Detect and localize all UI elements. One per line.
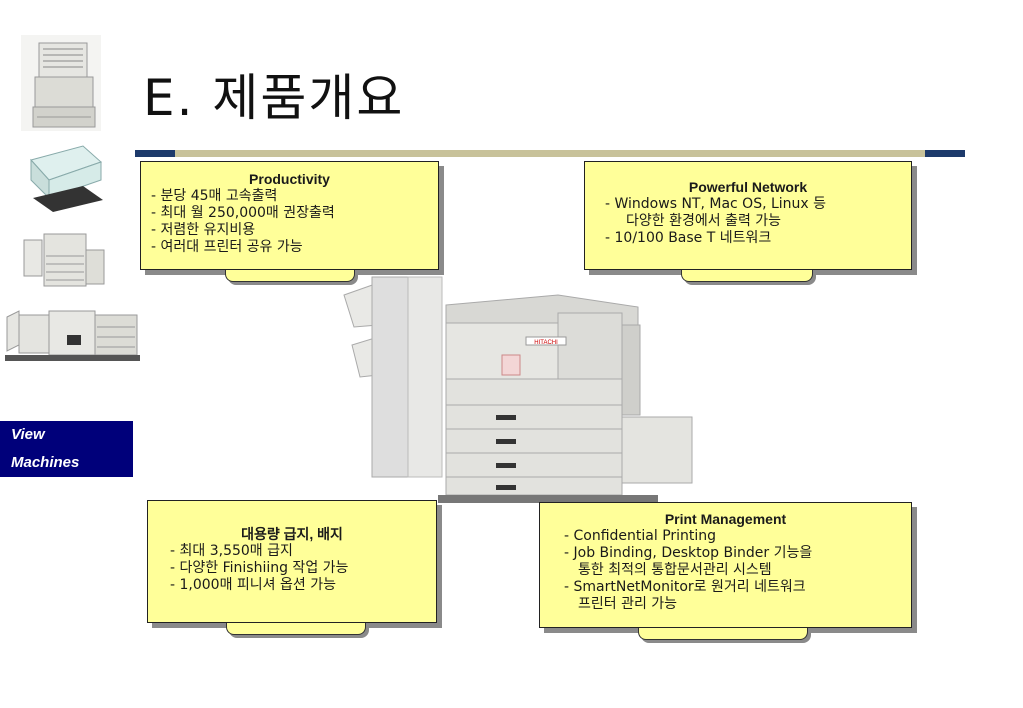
- box-tab: [226, 623, 366, 635]
- network-box: Powerful Network - Windows NT, Mac OS, L…: [584, 161, 912, 282]
- productivity-heading: Productivity: [249, 171, 330, 187]
- print-management-item: - SmartNetMonitor로 원거리 네트워크: [564, 579, 806, 595]
- network-item: 다양한 환경에서 출력 가능: [626, 213, 782, 229]
- printer-tower-thumbnail[interactable]: [21, 35, 101, 131]
- print-management-box: Print Management - Confidential Printing…: [539, 502, 912, 640]
- productivity-item: - 최대 월 250,000매 권장출력: [151, 205, 335, 221]
- divider-cap-right: [925, 150, 965, 157]
- view-machines-button[interactable]: View Machines: [0, 421, 133, 477]
- network-item: - Windows NT, Mac OS, Linux 등: [605, 196, 827, 212]
- paper-capacity-box: 대용량 급지, 배지 - 최대 3,550매 급지 - 다양한 Finishii…: [147, 500, 437, 635]
- machine-brand-label: HITACHI: [534, 340, 558, 346]
- title-divider: [135, 150, 965, 157]
- box-tab: [225, 270, 355, 282]
- network-item: - 10/100 Base T 네트워크: [605, 230, 772, 246]
- print-management-item: 통한 최적의 통합문서관리 시스템: [578, 562, 772, 578]
- productivity-box: Productivity - 분당 45매 고속출력 - 최대 월 250,00…: [140, 161, 439, 282]
- paper-capacity-heading: 대용량 급지, 배지: [241, 526, 343, 542]
- divider-cap-left: [135, 150, 175, 157]
- paper-capacity-item: - 최대 3,550매 급지: [170, 543, 293, 559]
- paper-capacity-item: - 다양한 Finishiing 작업 가능: [170, 560, 349, 576]
- network-heading: Powerful Network: [688, 179, 808, 195]
- print-management-heading: Print Management: [664, 511, 787, 527]
- print-management-item: - Job Binding, Desktop Binder 기능을: [564, 545, 813, 561]
- box-tab: [638, 628, 808, 640]
- paper-capacity-item: - 1,000매 피니셔 옵션 가능: [170, 577, 336, 593]
- box-tab: [681, 270, 813, 282]
- page-title: E. 제품개요: [143, 69, 405, 127]
- production-printer-thumbnail[interactable]: [5, 305, 140, 363]
- productivity-item: - 분당 45매 고속출력: [151, 188, 278, 204]
- productivity-item: - 저렴한 유지비용: [151, 222, 256, 238]
- view-machines-label-line2: Machines: [11, 454, 80, 471]
- print-management-item: 프린터 관리 가능: [578, 596, 678, 612]
- print-management-item: - Confidential Printing: [564, 528, 717, 544]
- productivity-item: - 여러대 프린터 공유 가능: [151, 239, 303, 255]
- printer-machine-image: HITACHI: [338, 265, 698, 514]
- desktop-printer-thumbnail[interactable]: [23, 140, 105, 214]
- view-machines-label-line1: View: [11, 426, 45, 443]
- copier-finisher-thumbnail[interactable]: [22, 226, 106, 292]
